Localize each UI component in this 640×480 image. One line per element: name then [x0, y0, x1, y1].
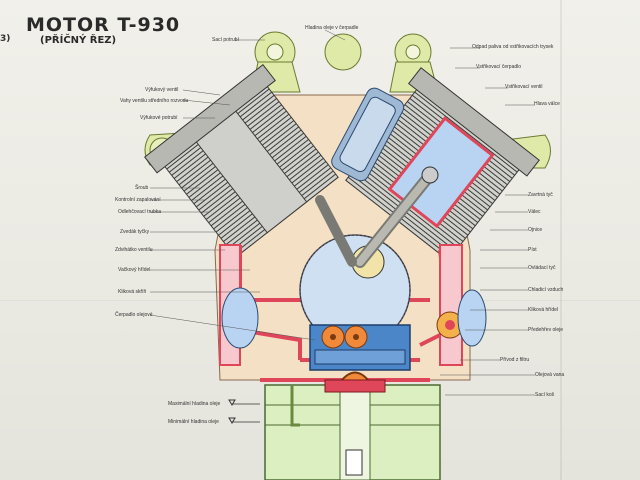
- label-min-oil: Minimální hladina oleje: [168, 419, 219, 425]
- label-zavrtna-tyc: Zavrtná tyč: [528, 192, 553, 198]
- diagram-title: MOTOR T-930: [26, 14, 181, 36]
- label-vstrikovaci-ventil: Vstřikovací ventil: [505, 84, 543, 90]
- leader-lines-right: [324, 29, 535, 396]
- label-klikova-hridel: Kliková hřídel: [528, 307, 559, 313]
- sump-gasket: [324, 379, 386, 393]
- leader-lines-left: [149, 39, 316, 341]
- max-oil-arrow: [228, 399, 236, 406]
- label-vyfukovy-ventil: Výfukový ventil: [145, 87, 179, 93]
- label-max-oil: Maximální hladina oleje: [168, 401, 221, 407]
- right-housing: [457, 289, 487, 347]
- label-hladina-oleje: Hladina oleje v čerpadle: [305, 25, 359, 31]
- left-cylinder-bank: [144, 64, 339, 259]
- label-hlava-valce: Hlava válce: [534, 101, 560, 107]
- label-zdvihatko-ventilu: Zdvihátko ventilu: [115, 247, 153, 253]
- label-vyfukove-potrubi: Výfukové potrubí: [140, 115, 178, 121]
- label-odlehcovaci-trubka: Odlehčovací trubka: [118, 209, 162, 215]
- label-olejova-vana: Olejová vana: [535, 372, 565, 378]
- label-vstrikovaci-cerpadlo: Vstřikovací čerpadlo: [476, 64, 522, 70]
- connecting-rods: [315, 166, 439, 268]
- min-oil-arrow: [228, 417, 236, 424]
- label-cerpadlo-oleje: Čerpadlo olejové: [115, 312, 153, 318]
- oil-sump: [264, 371, 441, 480]
- label-predehrev: Předehřev oleje: [528, 327, 564, 333]
- oil-return-pipe: [290, 385, 300, 427]
- oil-pump: [309, 324, 411, 371]
- left-housing: [221, 287, 259, 349]
- label-pist: Píst: [528, 247, 537, 253]
- right-oil-channel: [439, 244, 463, 366]
- label-sani-kos: Sací koš: [535, 392, 555, 398]
- label-kontrolni-zapalovani: Kontrolní zapalování: [115, 197, 161, 203]
- label-valec: Válec: [528, 209, 541, 215]
- label-klikova-skrin: Kliková skříň: [118, 289, 147, 295]
- label-sroub: Šroub: [135, 185, 149, 191]
- diagram-subtitle: (PŘÍČNÝ ŘEZ): [40, 35, 117, 46]
- label-ojnice: Ojnice: [528, 227, 543, 233]
- label-ovladaci-tyc: Ovládací tyč: [528, 265, 556, 271]
- page-corner-mark: 3): [0, 34, 11, 44]
- label-chladici: Chladicí vzduch: [528, 287, 564, 293]
- label-zvedak-tycky: Zvedák tyčky: [120, 229, 150, 235]
- paper-fold: [560, 0, 562, 480]
- label-odpad-paliva: Odpad paliva od vstřikovacích trysek: [472, 44, 554, 50]
- label-privod-oleje: Přívod z filtru: [500, 357, 530, 363]
- label-vahy-stredni: Vahy ventilu středního rozvodu: [120, 98, 189, 104]
- label-sani-potrubi: Sací potrubí: [212, 37, 239, 43]
- label-vackovy-hridel: Vačkový hřídel: [118, 267, 151, 273]
- injection-pump: [331, 87, 405, 182]
